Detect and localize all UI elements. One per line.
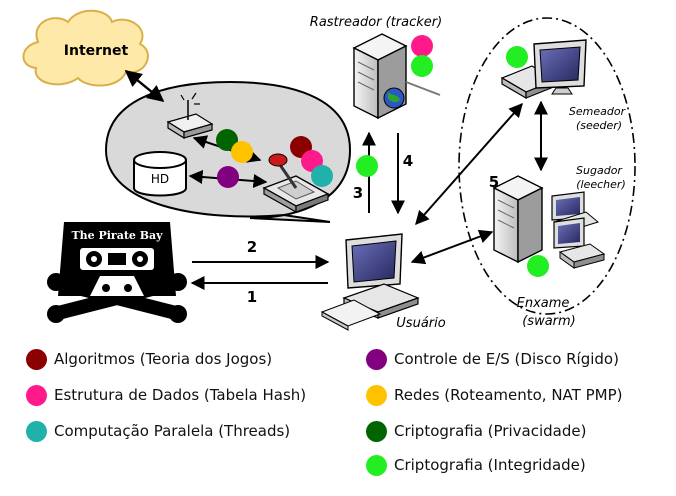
legend-label-crypto-integrity: Criptografia (Integridade) <box>394 456 586 474</box>
step3-label: 3 <box>353 184 363 202</box>
internet-router-arrow <box>124 69 165 103</box>
parallel-computing-dot <box>311 165 333 187</box>
legend-label-networks: Redes (Roteamento, NAT PMP) <box>394 386 623 404</box>
user-computer-icon <box>320 233 420 331</box>
tracker-server-icon <box>352 33 441 120</box>
crypto-privacy-dot <box>216 129 238 151</box>
io-control-dot <box>217 166 239 188</box>
hard-disk-icon: HD <box>133 151 187 197</box>
legend-item-networks: Redes (Roteamento, NAT PMP) <box>366 383 622 407</box>
legend-dot-parallel-computing <box>26 420 47 442</box>
legend-item-crypto-integrity: Criptografia (Integridade) <box>366 453 586 477</box>
processor-icon <box>262 153 330 214</box>
legend-dot-data-structures <box>26 384 47 406</box>
step2-label: 2 <box>247 238 257 256</box>
user-swarm-arrow <box>410 229 494 265</box>
seeder-sublabel: (seeder) <box>576 119 622 132</box>
legend-label-data-structures: Estrutura de Dados (Tabela Hash) <box>54 386 307 404</box>
legend-dot-crypto-privacy <box>366 420 387 442</box>
legend-item-crypto-privacy: Criptografia (Privacidade) <box>366 419 586 443</box>
leecher-sublabel: (leecher) <box>576 178 625 191</box>
legend-item-parallel-computing: Computação Paralela (Threads) <box>26 419 290 443</box>
leecher-label: Sugador <box>576 164 623 177</box>
pirate-bay-text: The Pirate Bay <box>71 229 163 242</box>
legend-dot-io-control <box>366 348 387 370</box>
swarm-server-icon <box>492 175 544 264</box>
user-seeder-arrow <box>415 102 523 226</box>
swarm-sublabel: (swarm) <box>522 314 576 329</box>
step4-label: 4 <box>403 152 413 170</box>
tracker-label: Rastreador (tracker) <box>310 15 442 30</box>
seeder-computer-icon <box>500 39 587 100</box>
legend-dot-algorithms <box>26 348 47 370</box>
legend-dot-networks <box>366 384 387 406</box>
seeder-label: Semeador <box>569 105 627 118</box>
legend-label-parallel-computing: Computação Paralela (Threads) <box>54 422 291 440</box>
legend-dot-crypto-integrity <box>366 454 387 476</box>
legend-label-io-control: Controle de E/S (Disco Rígido) <box>394 350 619 368</box>
legend-item-algorithms: Algoritmos (Teoria dos Jogos) <box>26 347 272 371</box>
user-label: Usuário <box>396 316 445 331</box>
step1-label: 1 <box>247 288 257 306</box>
legend-label-algorithms: Algoritmos (Teoria dos Jogos) <box>54 350 273 368</box>
seeder-integrity-dot <box>506 46 528 68</box>
router-icon <box>166 92 214 140</box>
step5-label: 5 <box>489 173 499 191</box>
integrity-dot-step3 <box>356 155 378 177</box>
pirate-bay-logo: The Pirate Bay <box>47 222 187 323</box>
hd-label: HD <box>151 172 169 186</box>
legend-item-io-control: Controle de E/S (Disco Rígido) <box>366 347 619 371</box>
tracker-integrity-dot <box>411 55 433 77</box>
networks-dot <box>231 141 253 163</box>
swarm-boundary <box>458 17 636 315</box>
legend-label-crypto-privacy: Criptografia (Privacidade) <box>394 422 587 440</box>
internet-cloud: Internet <box>22 9 149 87</box>
internet-label: Internet <box>64 43 129 59</box>
tracker-hash-dot <box>411 35 433 57</box>
swarm-integrity-dot <box>527 255 549 277</box>
legend-item-data-structures: Estrutura de Dados (Tabela Hash) <box>26 383 306 407</box>
swarm-label: Enxame <box>517 296 570 311</box>
leecher-computers-icon <box>551 191 606 269</box>
